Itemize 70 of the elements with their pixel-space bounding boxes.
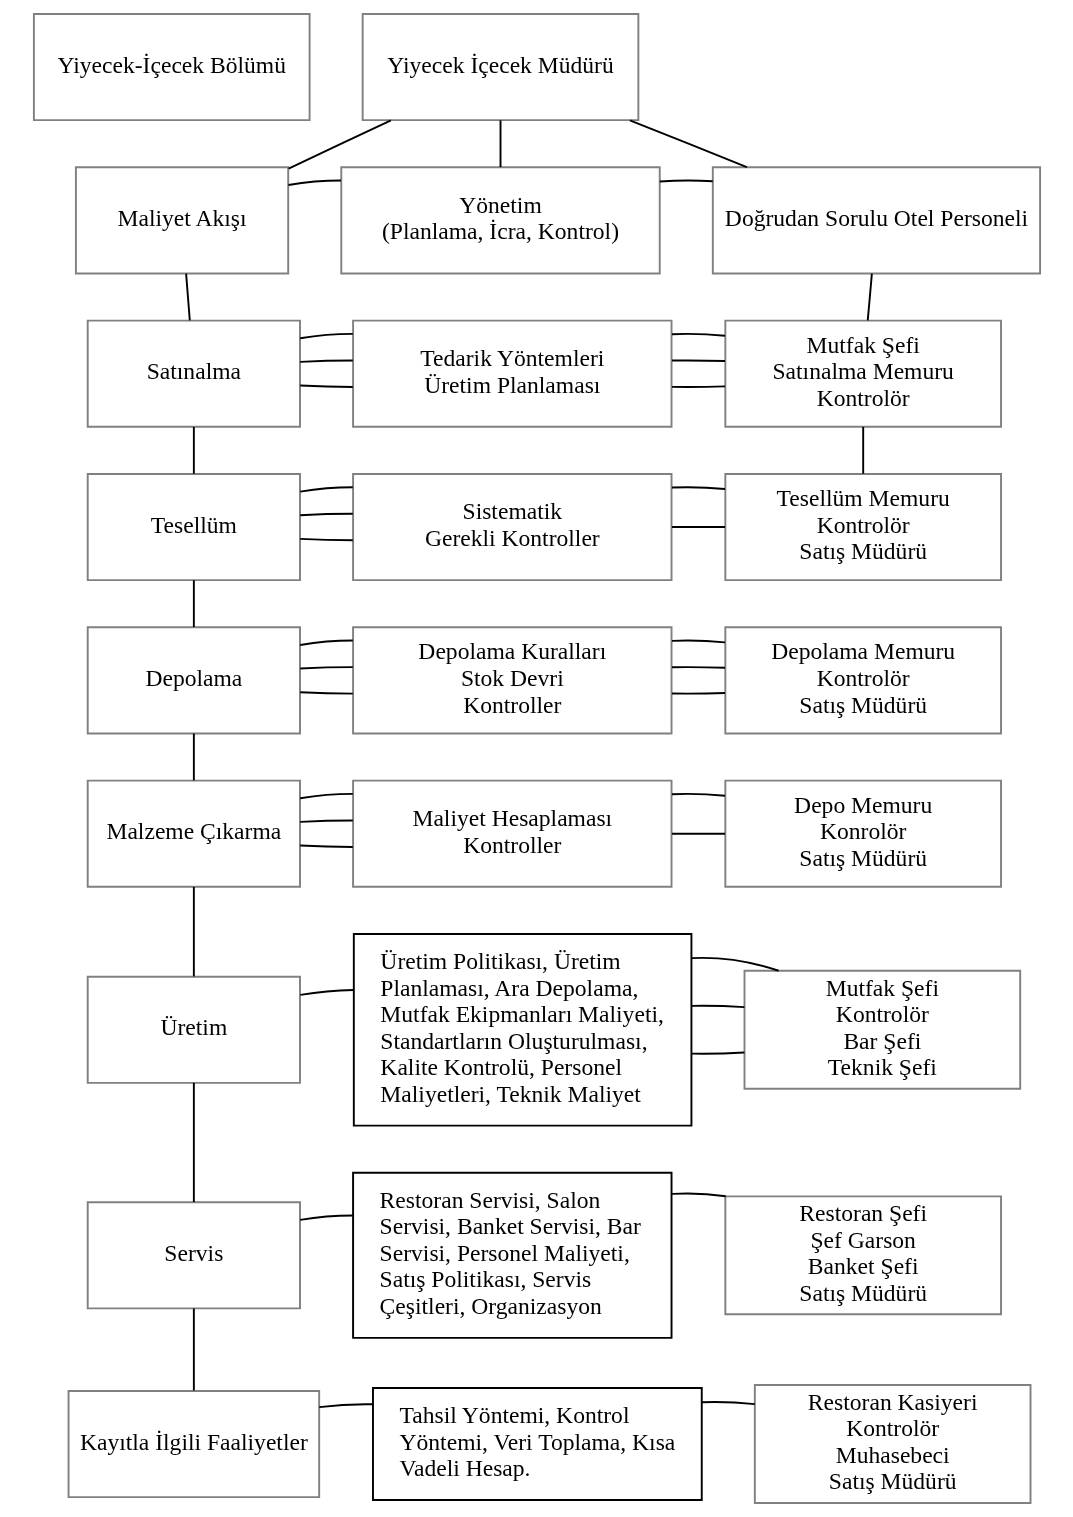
connector <box>298 1214 354 1221</box>
connector <box>670 666 726 669</box>
node-box: Restoran Servisi, Salon Servisi, Banket Servisi, Bar Servisi, Personel Maliyeti, Satış Politikası, Servis Çeşitleri, Organizasyon <box>351 1171 672 1339</box>
connector <box>866 272 873 322</box>
connector <box>499 119 501 168</box>
connector <box>298 792 354 800</box>
connector <box>298 537 354 542</box>
node-box: Restoran Kasiyeri Kontrolör Muhasebeci Satış Müdürü <box>753 1384 1031 1504</box>
node-box: Yiyecek İçecek Müdürü <box>361 13 639 122</box>
node-box: Depo Memuru Konrolör Satış Müdürü <box>723 779 1002 888</box>
connector <box>670 486 726 490</box>
node-box: Kayıtla İlgili Faaliyetler <box>67 1390 320 1499</box>
node-box: Servis <box>86 1201 301 1310</box>
node-box: Depolama Kuralları Stok Devri Kontroller <box>351 626 672 735</box>
node-box: Mutfak Şefi Kontrolör Bar Şefi Teknik Şefi <box>743 969 1021 1090</box>
node-box: Mutfak Şefi Satınalma Memuru Kontrolör <box>723 319 1002 428</box>
connector <box>192 1081 195 1204</box>
connector <box>192 425 195 475</box>
node-box: Üretim Politikası, Üretim Planlaması, Ara Depolama, Mutfak Ekipmanları Maliyeti, Standartların Oluşturulması, Kalite Kontrolü, Personel Maliyetleri, Teknik Maliyet <box>352 933 692 1127</box>
connector <box>670 832 726 835</box>
connector <box>298 819 354 823</box>
connector <box>658 179 714 183</box>
connector <box>690 956 780 972</box>
node-box: Depolama Memuru Kontrolör Satış Müdürü <box>723 626 1002 735</box>
node-box: Maliyet Akışı <box>74 166 289 275</box>
connector <box>192 885 195 978</box>
node-box: Üretim <box>86 975 301 1084</box>
node-box: Yönetim (Planlama, İcra, Kontrol) <box>339 166 661 275</box>
connector <box>670 526 726 528</box>
connector <box>298 844 354 848</box>
node-box: Tesellüm Memuru Kontrolör Satış Müdürü <box>723 473 1002 582</box>
connector <box>690 1004 745 1009</box>
node-box: Malzeme Çıkarma <box>86 779 301 888</box>
connector <box>298 666 354 670</box>
connector <box>628 119 748 168</box>
node-box: Tahsil Yöntemi, Kontrol Yöntemi, Veri Toplama, Kısa Vadeli Hesap. <box>371 1387 703 1502</box>
connector <box>298 332 354 340</box>
connector <box>700 1401 756 1406</box>
connector <box>861 425 864 475</box>
node-box: Yiyecek-İçecek Bölümü <box>32 13 311 122</box>
connector <box>298 691 354 695</box>
connector <box>670 692 726 695</box>
connector <box>286 179 342 186</box>
node-box: Sistematik Gerekli Kontroller <box>351 473 672 582</box>
connector <box>298 384 354 388</box>
connector <box>317 1403 374 1409</box>
node-box: Tesellüm <box>86 473 301 582</box>
node-box: Tedarik Yöntemleri Üretim Planlaması <box>351 319 672 428</box>
connector <box>670 792 726 797</box>
connector <box>670 639 726 644</box>
connector <box>670 385 726 388</box>
connector <box>670 359 726 362</box>
node-box: Doğrudan Sorulu Otel Personeli <box>711 166 1041 275</box>
connector <box>287 119 392 170</box>
node-box: Depolama <box>86 626 301 735</box>
connector <box>670 1192 727 1198</box>
node-box: Maliyet Hesaplaması Kontroller <box>351 779 672 888</box>
connector <box>298 639 354 646</box>
node-box: Satınalma <box>86 319 301 428</box>
connector <box>192 732 195 782</box>
connector <box>670 332 726 337</box>
connector <box>299 989 354 996</box>
connector <box>192 579 195 628</box>
node-box: Restoran Şefi Şef Garson Banket Şefi Satış Müdürü <box>723 1195 1002 1316</box>
connector <box>184 272 191 322</box>
connector <box>690 1051 745 1055</box>
connector <box>298 486 354 493</box>
connector <box>298 512 354 517</box>
connector <box>298 359 354 363</box>
connector <box>192 1307 195 1392</box>
